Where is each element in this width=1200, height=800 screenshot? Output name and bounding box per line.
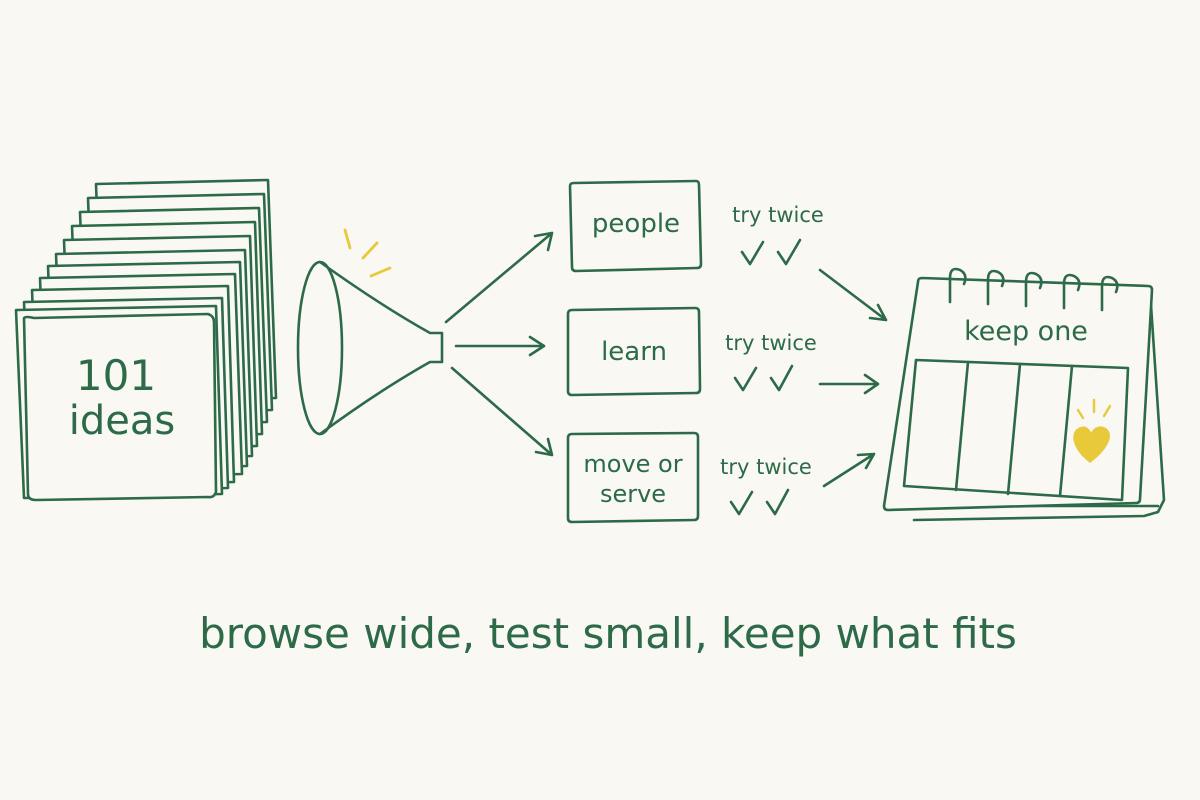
calendar-grid-frame <box>902 358 1130 502</box>
try-note-people: try twice <box>732 203 824 266</box>
option-label-line2: serve <box>600 480 666 508</box>
option-box <box>568 179 703 273</box>
calendar-grid-divider <box>954 360 970 492</box>
ring-icon <box>986 269 1005 306</box>
heart-sparkle <box>1076 398 1112 420</box>
heart-shape <box>1073 426 1110 463</box>
funnel <box>296 228 444 436</box>
option-label-line1: move or <box>583 450 682 478</box>
try-note-text: try twice <box>725 331 817 355</box>
funnel-body <box>318 260 444 436</box>
option-people: people <box>568 179 703 273</box>
check-icon <box>776 238 802 266</box>
funnel-arrows <box>444 231 554 457</box>
try-note-text: try twice <box>732 203 824 227</box>
ring-icon <box>948 267 967 304</box>
calendar-label: keep one <box>964 316 1088 347</box>
stack-title-number: 101 <box>76 351 156 400</box>
ring-icon <box>1024 271 1043 308</box>
calendar-arrows <box>818 268 888 488</box>
option-box <box>566 431 700 524</box>
funnel-sparkle <box>343 228 392 278</box>
calendar-stand <box>912 288 1166 522</box>
arrow-move-to-calendar <box>822 452 876 488</box>
option-label: people <box>592 209 680 239</box>
stack-title-word: ideas <box>69 398 175 444</box>
check-icon <box>733 366 758 392</box>
option-box <box>566 306 702 397</box>
check-icon <box>729 490 754 516</box>
idea-card-stack: 101 ideas <box>14 178 278 502</box>
arrow-people-to-calendar <box>818 268 888 322</box>
option-move-or-serve: move or serve <box>566 431 700 524</box>
try-note-text: try twice <box>720 455 812 479</box>
calendar-rings <box>948 267 1119 312</box>
funnel-mouth <box>296 260 344 436</box>
heart-icon <box>1073 398 1112 463</box>
caption: browse wide, test small, keep what fits <box>199 609 1017 658</box>
arrow-to-people <box>444 231 554 324</box>
ring-icon <box>1100 275 1119 312</box>
arrow-learn-to-calendar <box>818 373 880 395</box>
option-label: learn <box>601 337 667 367</box>
calendar-grid-divider <box>1006 362 1022 496</box>
calendar-grid-divider <box>1058 364 1074 498</box>
check-icon <box>740 240 765 266</box>
check-icon <box>765 488 790 516</box>
try-note-move: try twice <box>720 455 812 516</box>
arrow-to-move <box>450 366 554 457</box>
stack-card-front <box>22 312 218 502</box>
desk-calendar: keep one <box>882 267 1166 522</box>
ring-icon <box>1062 273 1081 310</box>
option-learn: learn <box>566 306 702 397</box>
try-note-learn: try twice <box>725 331 817 392</box>
arrow-to-learn <box>454 335 546 357</box>
check-icon <box>769 364 794 392</box>
